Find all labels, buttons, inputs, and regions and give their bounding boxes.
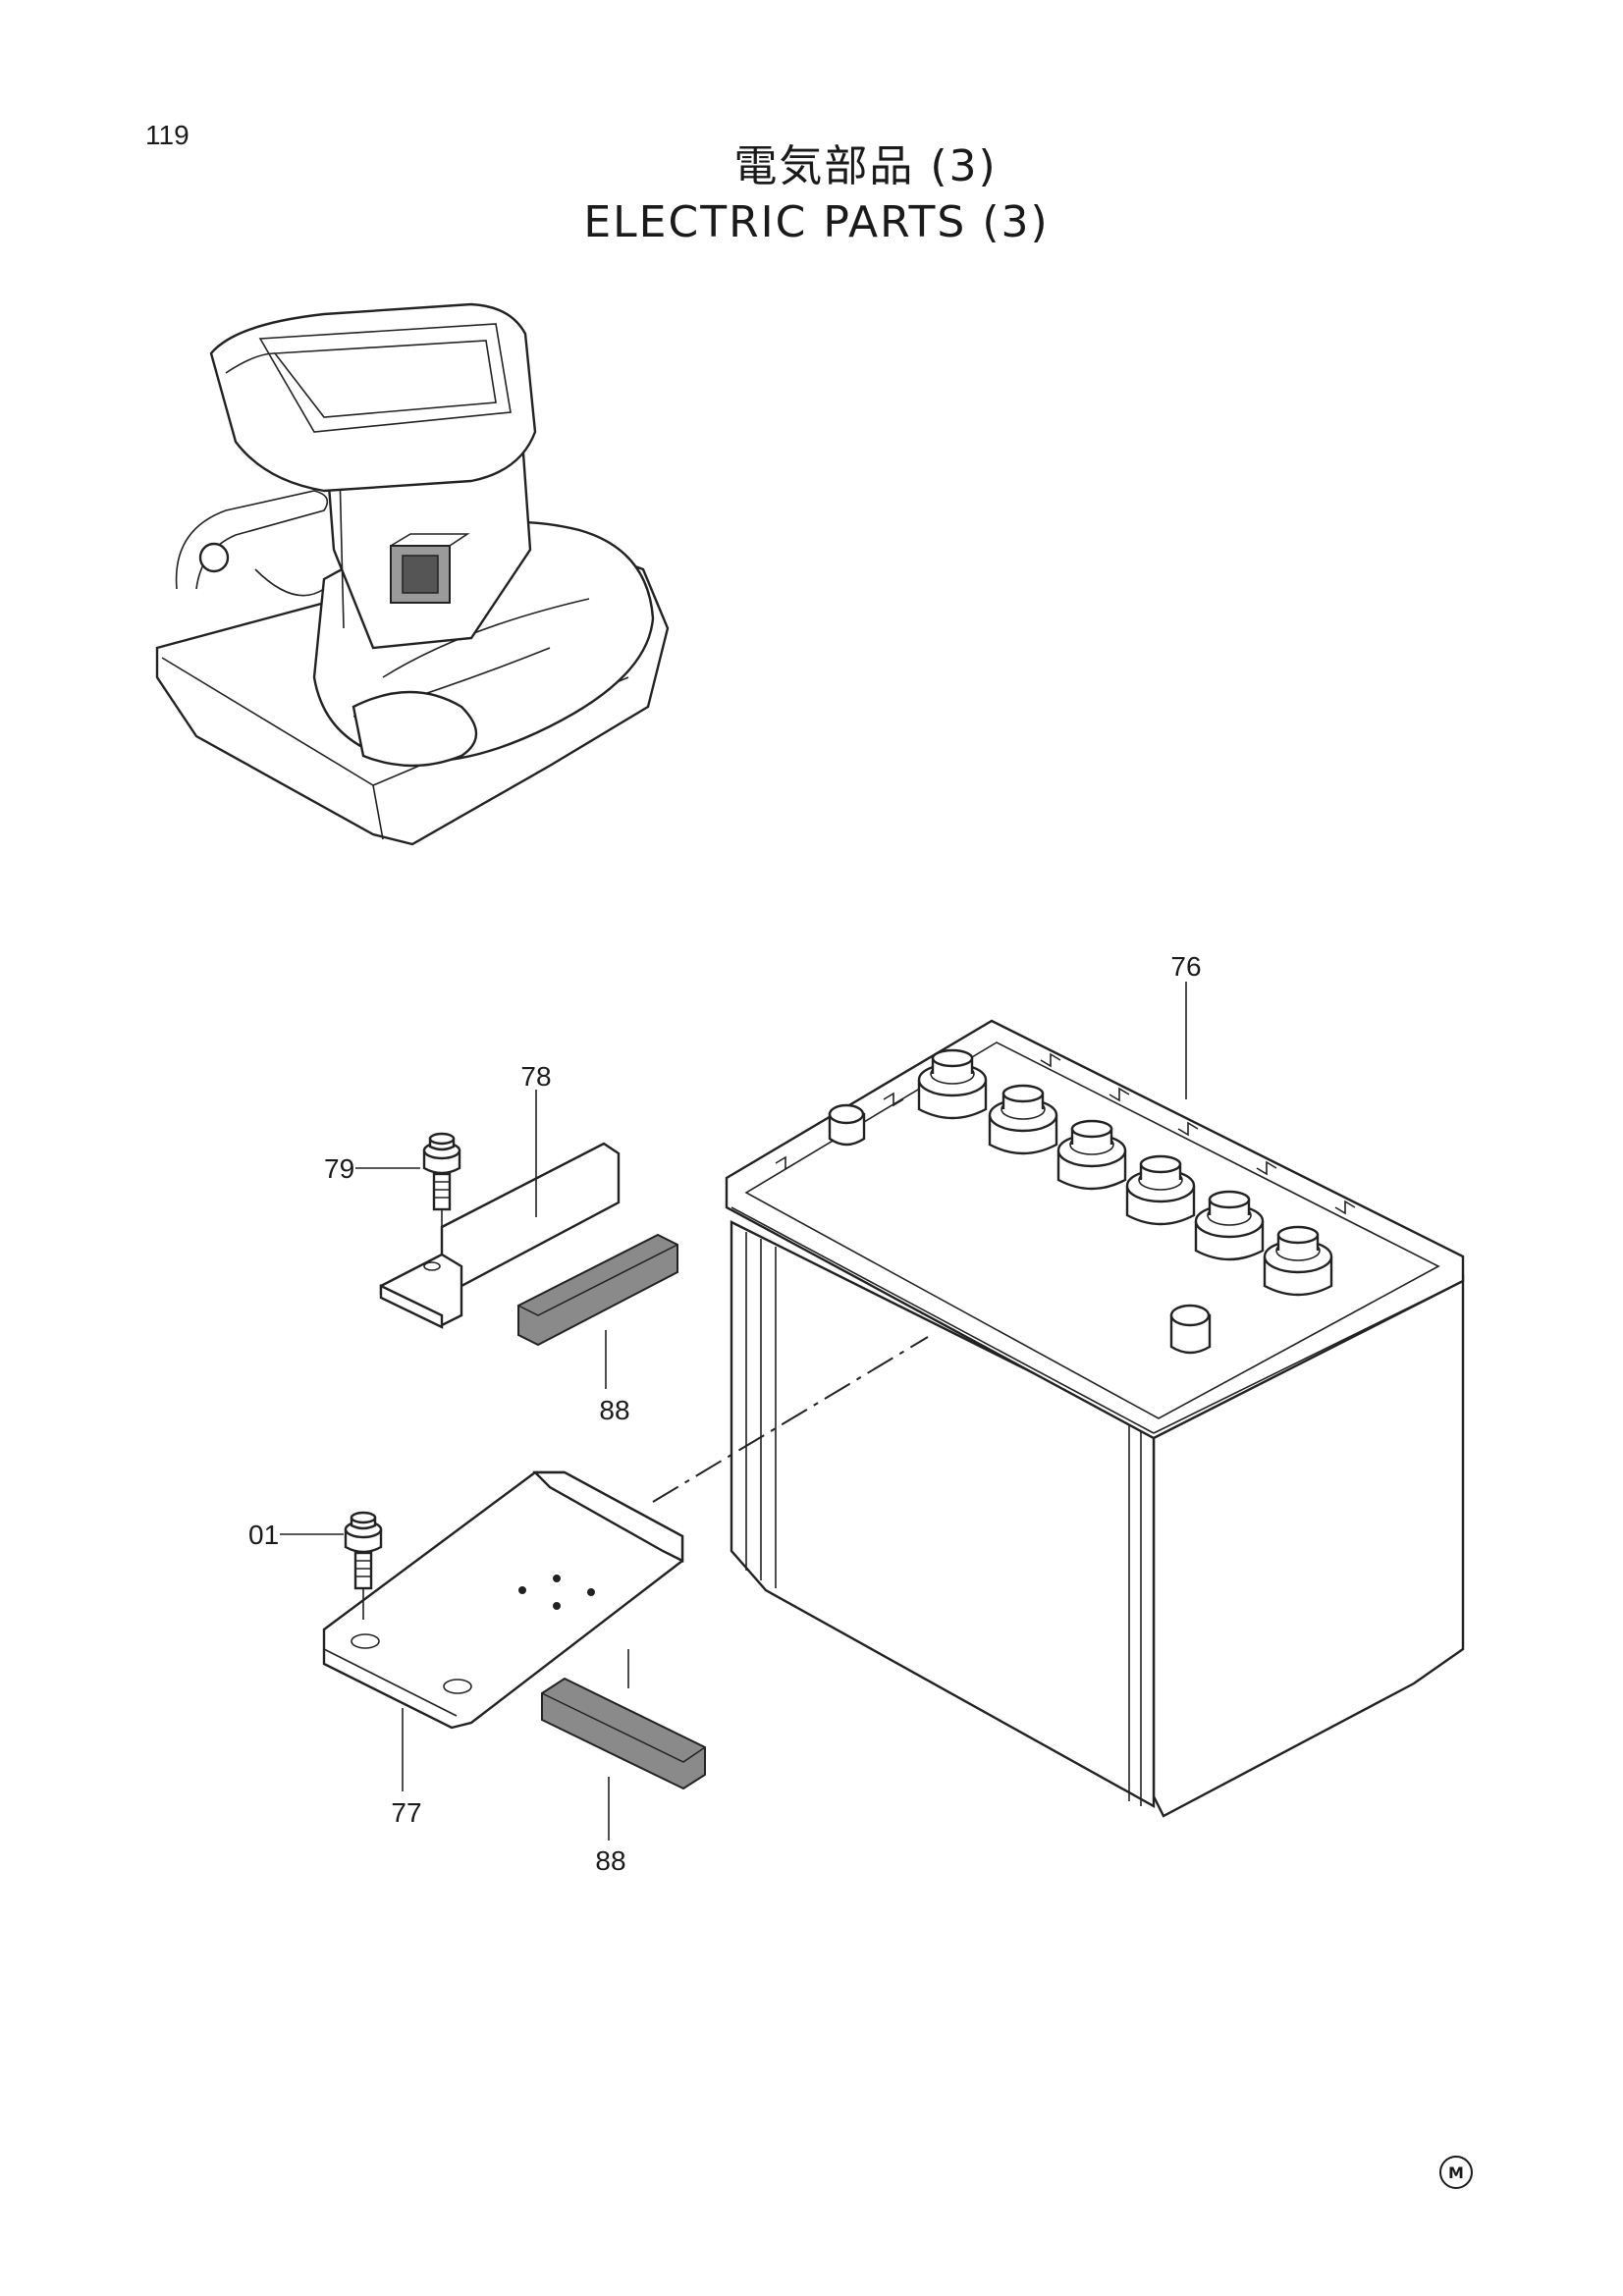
page-title: 電気部品 (3) ELECTRIC PARTS (3) — [0, 139, 1623, 251]
rubber-pad — [517, 1233, 678, 1347]
rubber-pad — [541, 1677, 706, 1790]
battery-icon — [725, 1019, 1465, 1818]
battery-clamp-bracket — [379, 1142, 621, 1329]
callout-77: 77 — [391, 1797, 421, 1828]
callout-76: 76 — [1170, 951, 1201, 982]
bolt-icon — [422, 1132, 461, 1239]
callout-88-upper: 88 — [599, 1395, 629, 1425]
callout-79: 79 — [324, 1153, 354, 1184]
cell-caps — [917, 1048, 1333, 1297]
operator-seat-console-icon — [155, 302, 670, 846]
title-japanese: 電気部品 (3) — [733, 141, 998, 191]
title-english: ELECTRIC PARTS (3) — [583, 197, 1050, 247]
callout-01: 01 — [248, 1520, 279, 1550]
callout-78: 78 — [520, 1061, 551, 1092]
page-number: 119 — [145, 120, 189, 150]
manufacturer-mark: M — [1439, 2156, 1473, 2189]
callout-88-lower: 88 — [595, 1845, 625, 1876]
battery-base-plate — [322, 1470, 684, 1730]
bolt-icon — [344, 1511, 383, 1620]
